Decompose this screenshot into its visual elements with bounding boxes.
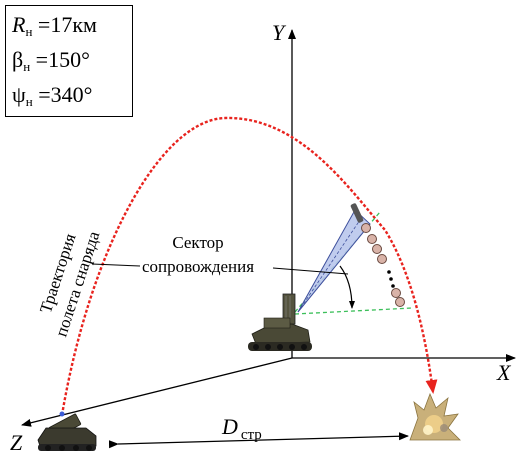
- parameters-box: Rн =17км βн =150° ψн =340°: [5, 5, 133, 117]
- param-beta: βн =150°: [12, 47, 90, 74]
- param-range: Rн =17км: [12, 12, 97, 39]
- trajectory-start-marker: [59, 411, 65, 417]
- sector-label-line1: Сектор: [172, 233, 223, 252]
- z-axis-label: Z: [10, 430, 23, 455]
- trajectory-label: Траектория полета снаряда: [36, 228, 104, 338]
- sector-label-leader: [272, 267, 349, 275]
- sector-label-line2: сопровождения: [142, 257, 254, 276]
- launcher-vehicle-icon: [37, 413, 97, 451]
- ellipsis-dot: [391, 284, 395, 288]
- explosion-icon: [409, 392, 461, 441]
- beam-centerline: [297, 216, 363, 313]
- position-marker: [372, 244, 382, 254]
- radar-vehicle-icon: [248, 293, 312, 351]
- projectile-positions: [361, 223, 405, 307]
- z-axis: [21, 357, 293, 427]
- param-psi: ψн =340°: [12, 82, 93, 109]
- projectile-trajectory: [60, 116, 438, 416]
- sector-lower-guide: [294, 307, 413, 315]
- position-marker: [361, 223, 371, 233]
- sector-angle-arc: [339, 265, 355, 309]
- position-marker: [367, 234, 377, 244]
- x-axis-label: X: [496, 360, 512, 385]
- y-axis-label: Y: [272, 20, 287, 45]
- distance-arrow: [108, 432, 409, 449]
- position-marker: [391, 288, 401, 298]
- trajectory-label-leader: [91, 263, 141, 267]
- projectile-icon: [350, 203, 364, 223]
- ellipsis-dot: [389, 277, 393, 281]
- ellipsis-dot: [387, 270, 391, 274]
- tracking-beam: [297, 209, 371, 313]
- position-marker: [377, 254, 387, 264]
- position-marker: [395, 297, 405, 307]
